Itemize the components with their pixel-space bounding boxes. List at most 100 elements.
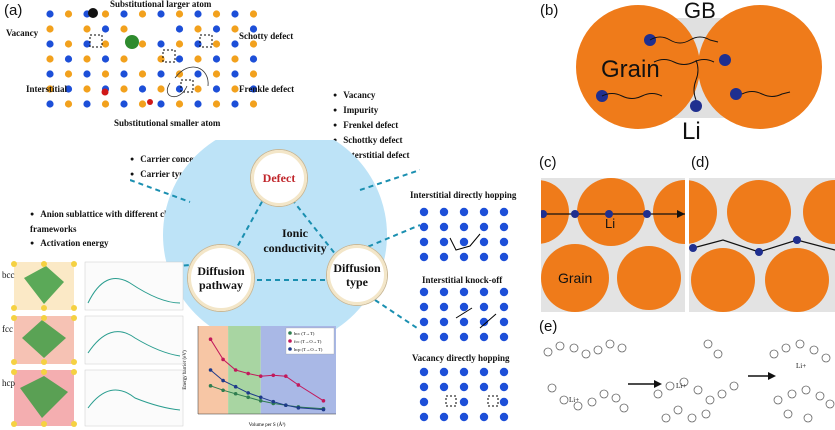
chain-ring xyxy=(717,389,727,399)
chain-ring xyxy=(653,389,663,399)
chain-ring xyxy=(801,385,811,395)
lattice-atom xyxy=(138,40,147,48)
chart-legend-label: bcc (T→T) xyxy=(294,331,315,336)
lattice-atom xyxy=(249,100,258,108)
lattice-atom xyxy=(83,55,91,63)
gb-label: GB xyxy=(684,0,716,23)
structure-atom xyxy=(11,305,17,311)
hop-atom xyxy=(479,287,489,297)
hop-atom xyxy=(419,332,429,342)
panel-b-letter: (b) xyxy=(540,2,559,19)
structure-atom xyxy=(41,421,47,427)
lattice-atom xyxy=(64,10,73,18)
hop-atom xyxy=(499,412,509,422)
lattice-atom xyxy=(101,100,110,108)
vacancy-box xyxy=(89,34,103,48)
hop-atom xyxy=(479,207,489,217)
chart-legend-marker xyxy=(288,339,292,343)
hop-atom xyxy=(499,252,509,262)
lattice-atom xyxy=(138,10,147,18)
lattice-atom xyxy=(175,85,184,93)
lattice-atom xyxy=(249,85,258,93)
structure-atom xyxy=(71,359,77,365)
chart-point xyxy=(221,378,225,383)
lattice-atom xyxy=(120,55,128,63)
lattice-atom xyxy=(120,100,128,108)
chain-ring xyxy=(701,409,711,419)
li-plus-label-2: Li+ xyxy=(676,382,687,390)
lattice-atom xyxy=(249,25,258,33)
chain-ring xyxy=(581,349,591,359)
chart-point xyxy=(246,395,250,400)
lattice-atom xyxy=(120,25,128,33)
lattice-atom xyxy=(231,40,239,48)
hop-atom xyxy=(459,287,469,297)
frenkel-box xyxy=(180,79,194,93)
hopping-lattices xyxy=(419,207,509,422)
structure-atom xyxy=(11,359,17,365)
chart-point xyxy=(258,399,263,403)
label-fcc: fcc xyxy=(2,324,13,334)
lattice-atom xyxy=(46,100,54,108)
larger-atom xyxy=(125,35,139,49)
node-diffusion-pathway: Diffusion pathway xyxy=(188,245,254,311)
list-item: Vacancy xyxy=(333,88,409,103)
chart-x-label: Volume per S (Å³) xyxy=(249,422,286,428)
lattice-atom xyxy=(194,10,202,18)
list-item: Carrier concentration xyxy=(130,152,225,167)
lattice-atom xyxy=(101,10,110,18)
panel-b-grains xyxy=(570,0,835,150)
lattice-atom xyxy=(138,85,147,93)
lattice-atom xyxy=(194,40,202,48)
hop-atom xyxy=(419,317,429,327)
lattice-atom xyxy=(194,70,202,78)
hop-atom xyxy=(439,237,449,247)
lattice-atom xyxy=(64,100,73,108)
lattice-atom xyxy=(249,55,258,63)
lattice-atom xyxy=(249,10,258,18)
panel-e-letter: (e) xyxy=(539,318,558,335)
carrier-list: Carrier concentration Carrier type xyxy=(130,152,225,182)
lattice-atom xyxy=(175,25,184,33)
chain-ring xyxy=(611,393,621,403)
label-vacancy-direct: Vacancy directly hopping xyxy=(412,353,510,363)
lattice-atom xyxy=(212,55,221,63)
lattice-atom xyxy=(249,70,258,78)
hop-atom xyxy=(459,367,469,377)
lattice-atom xyxy=(83,70,91,78)
panel-d-grains xyxy=(689,178,835,312)
lattice-atom xyxy=(101,40,110,48)
structures-panel xyxy=(11,261,184,427)
hop-atom xyxy=(459,222,469,232)
hop-atom xyxy=(439,317,449,327)
chain-ring xyxy=(573,401,583,411)
hop-atom xyxy=(479,382,489,392)
structure-atom xyxy=(41,305,47,311)
lattice-atom xyxy=(46,40,54,48)
chain-ring xyxy=(825,399,835,409)
chart-legend-marker xyxy=(288,331,292,335)
chart-point xyxy=(221,388,225,393)
structure-atom xyxy=(11,261,17,267)
structure-atom xyxy=(41,369,47,375)
label-frenkel: Frenkle defect xyxy=(239,84,295,94)
chain-ring xyxy=(703,339,713,349)
chart-point xyxy=(296,383,301,387)
lattice-atom xyxy=(83,25,91,33)
hop-atom xyxy=(439,222,449,232)
chain-ring xyxy=(569,343,579,353)
hop-atom xyxy=(499,207,509,217)
hop-atom xyxy=(459,207,469,217)
lattice-atom xyxy=(120,85,128,93)
chain-ring xyxy=(705,395,715,405)
chart-point xyxy=(233,384,238,389)
lattice-atom xyxy=(157,70,165,78)
chain-ring xyxy=(673,405,683,415)
hop-atom xyxy=(419,412,429,422)
chart-point xyxy=(271,399,276,404)
chain-ring xyxy=(665,381,675,391)
hop-atom xyxy=(439,412,449,422)
label-substitutional-larger: Substitutional larger atom xyxy=(110,0,212,9)
chain-ring xyxy=(729,381,739,391)
lattice-atom xyxy=(64,70,73,78)
